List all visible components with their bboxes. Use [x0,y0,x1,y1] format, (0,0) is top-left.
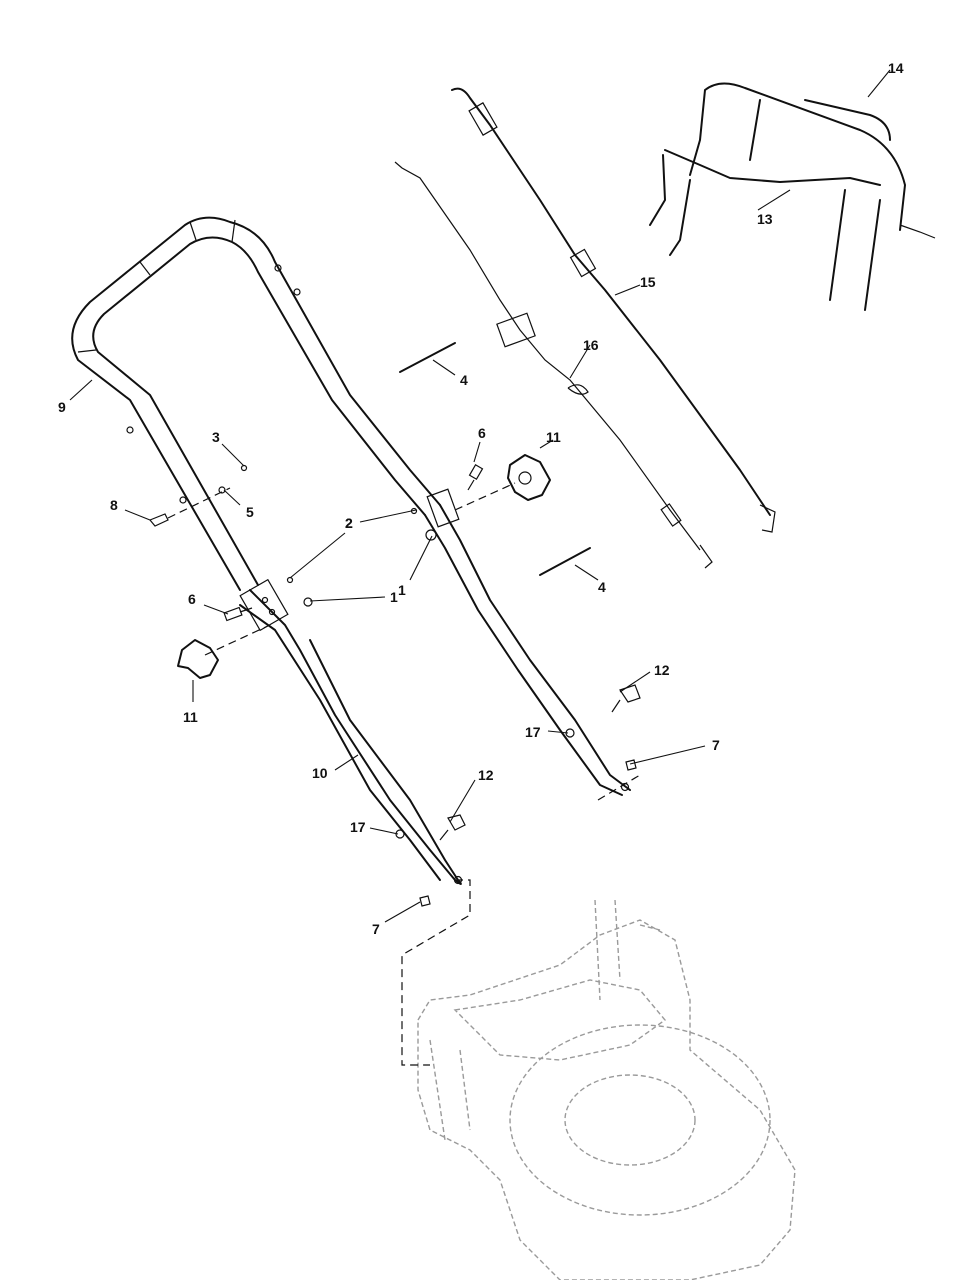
callouts: 1 1 2 2 3 4 4 5 6 6 7 7 8 9 10 11 11 12 … [58,60,904,937]
callout-13: 13 [757,211,773,227]
callout-7a: 7 [372,921,380,937]
mower-deck [417,899,796,1280]
leader-lines [69,69,891,923]
callout-5: 5 [246,504,254,520]
small-hardware [149,463,641,907]
cable-15 [451,87,776,533]
rod-lower [539,547,591,576]
callout-12a: 12 [478,767,494,783]
callout-15: 15 [640,274,656,290]
callout-17a: 17 [350,819,366,835]
callout-9: 9 [58,399,66,415]
left-mount-path [401,879,471,1066]
callout-8: 8 [110,497,118,513]
callout-4a: 4 [460,372,468,388]
callout-10: 10 [312,765,328,781]
callout-17b: 17 [525,724,541,740]
right-mount-line [597,774,641,801]
callout-4b: 4 [598,579,606,595]
callout-3: 3 [212,429,220,445]
callout-6a: 6 [188,591,196,607]
knob-left-axis [204,624,271,656]
callout-11b: 11 [546,429,561,445]
callout-2b: 2 [345,515,353,531]
cable-16 [394,161,713,569]
upper-handle [71,216,441,591]
callout-16: 16 [583,337,599,353]
callout-7b: 7 [712,737,720,753]
callout-1b: 1 [398,582,406,598]
lower-handle-right [424,488,631,796]
rod-upper [399,342,456,373]
handle-inset [649,82,936,311]
callout-11a: 11 [183,709,198,725]
knob-right-axis [454,482,516,511]
knob-right [507,454,551,501]
callout-12b: 12 [654,662,670,678]
callout-2a: 2 [345,515,353,531]
knob-left [177,639,219,679]
callout-14: 14 [888,60,904,76]
lower-handle [239,578,463,885]
callout-6b: 6 [478,425,486,441]
callout-1a: 1 [390,589,398,605]
